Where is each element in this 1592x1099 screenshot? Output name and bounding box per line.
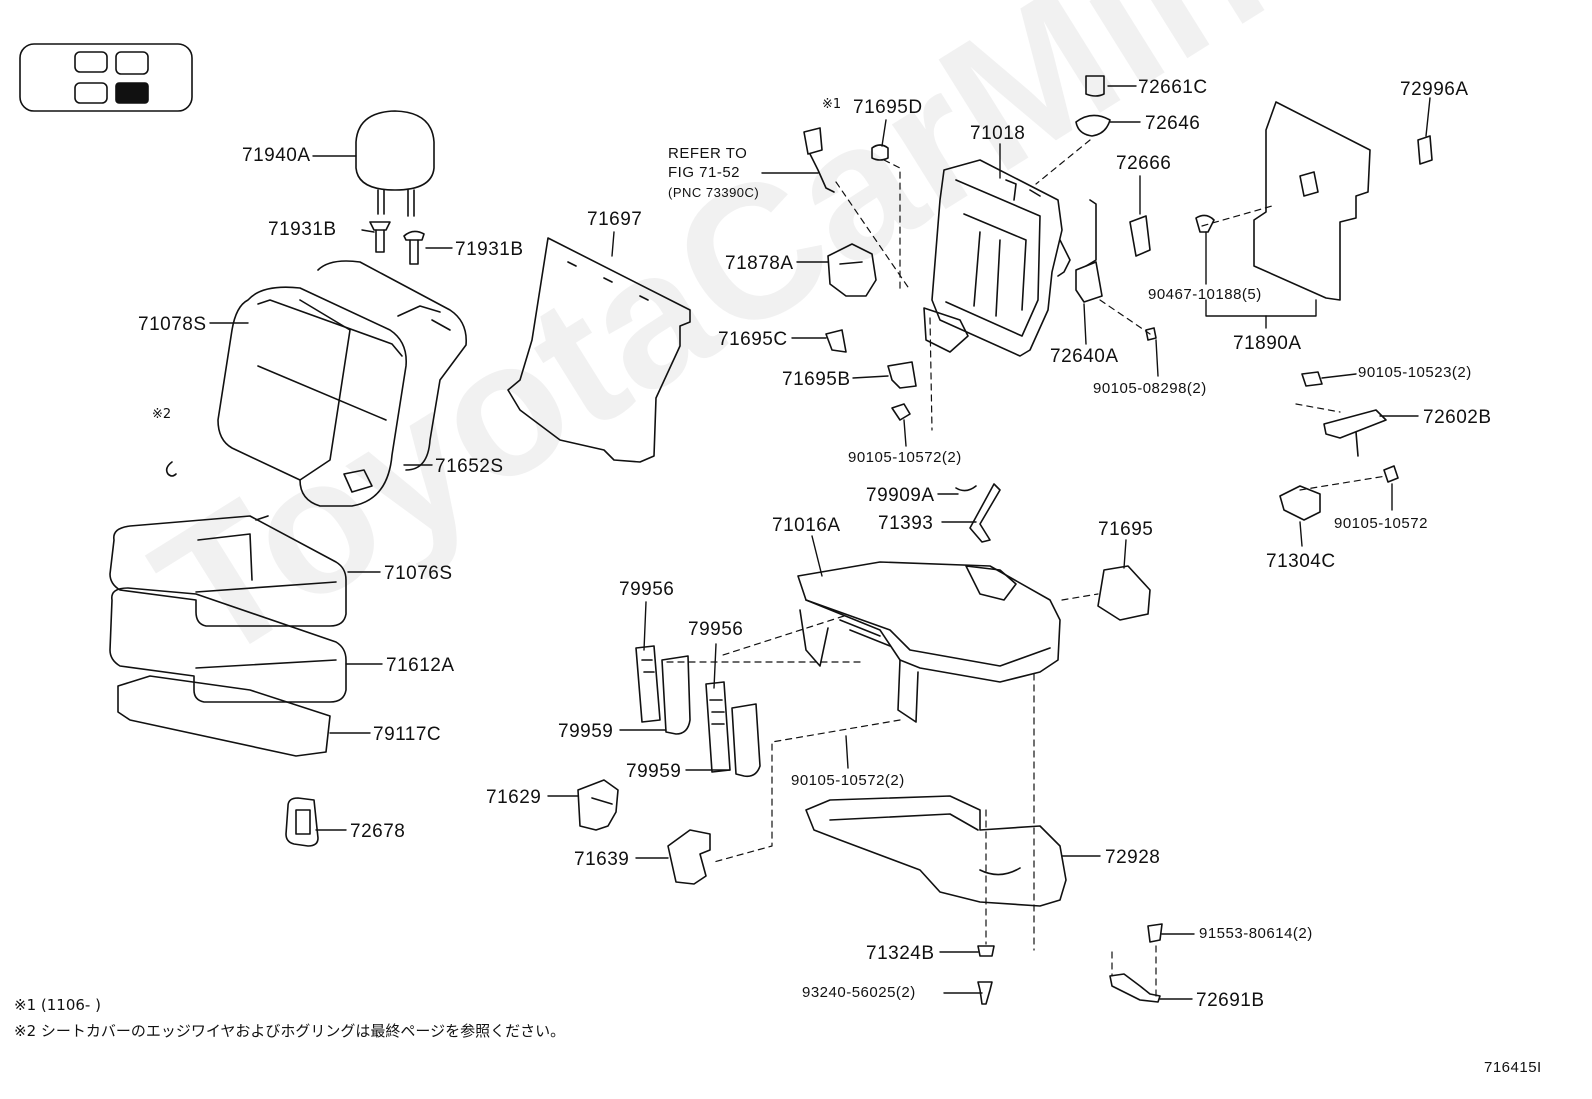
- part-label: 90105-10572: [1334, 515, 1428, 532]
- part-label: 91553-80614(2): [1199, 925, 1313, 942]
- cover-71629: [577, 779, 619, 831]
- under-cover-part: [805, 795, 1067, 907]
- part-label: 79956: [688, 619, 744, 640]
- part-label: 71639: [574, 849, 630, 870]
- seat-cushion-felt-part: [117, 675, 331, 757]
- footnote-2: ※2 シートカバーのエッジワイヤおよびホグリングは最終ページを参照ください。: [14, 1022, 566, 1040]
- part-label: 79959: [626, 761, 682, 782]
- part-label: 71018: [970, 123, 1026, 144]
- part-label: 71304C: [1266, 551, 1336, 572]
- belt-parts: [955, 483, 1001, 543]
- part-label: 71697: [587, 209, 643, 230]
- cover-71639: [667, 829, 711, 885]
- part-label: 72666: [1116, 153, 1172, 174]
- refer-note-line1: REFER TO: [668, 145, 748, 162]
- back-board-part: [507, 237, 691, 463]
- figure-id: 716415I: [1484, 1059, 1542, 1076]
- note1-mark: ※1: [822, 97, 842, 112]
- seat-back-frame-part: [923, 159, 1071, 357]
- part-label: 71878A: [725, 253, 794, 274]
- headrest-part: [355, 110, 435, 217]
- part-label: 79117C: [373, 724, 442, 745]
- lock-cap-parts: [1075, 75, 1151, 257]
- part-label: 71652S: [435, 456, 504, 477]
- seat-lock-part: [1075, 199, 1157, 341]
- part-label: 71324B: [866, 943, 935, 964]
- bracket-71695: [1097, 565, 1151, 621]
- bracket-72602B: [1301, 371, 1387, 457]
- part-label: 93240-56025(2): [802, 984, 916, 1001]
- back-panel-part: [1195, 101, 1433, 301]
- screw-91553: [1147, 923, 1163, 943]
- bracket-72691B: [1109, 973, 1161, 1003]
- part-label: 79956: [619, 579, 675, 600]
- seat-cushion-pad-part: [109, 587, 347, 703]
- part-label: 90105-08298(2): [1093, 380, 1207, 397]
- footnote-1: ※1 (1106- ): [14, 996, 101, 1014]
- part-71878A: [827, 243, 877, 297]
- part-label: 79909A: [866, 485, 935, 506]
- part-label: 72661C: [1138, 77, 1208, 98]
- part-label: 79959: [558, 721, 614, 742]
- part-71695B: [887, 361, 917, 389]
- part-label: 71393: [878, 513, 934, 534]
- part-72678: [285, 797, 319, 847]
- part-label: 71078S: [138, 314, 207, 335]
- note2-mark: ※2: [152, 407, 172, 422]
- part-label: 71940A: [242, 145, 311, 166]
- seat-position-icon: [19, 43, 193, 112]
- part-label: 72928: [1105, 847, 1161, 868]
- part-label: 71890A: [1233, 333, 1302, 354]
- part-71695C: [825, 329, 847, 353]
- seat-cushion-cover-part: [109, 515, 347, 627]
- part-label: 90105-10572(2): [848, 449, 962, 466]
- part-label: 72602B: [1423, 407, 1492, 428]
- part-label: 72646: [1145, 113, 1201, 134]
- seat-belt-buckle-part: [803, 127, 889, 193]
- part-label: 71695C: [718, 329, 788, 350]
- headrest-guide-parts: [369, 221, 425, 265]
- leader-lines: [209, 85, 1431, 1000]
- part-label: 71076S: [384, 563, 453, 584]
- seat-back-part: [217, 260, 467, 507]
- part-label: 90105-10572(2): [791, 772, 905, 789]
- part-label: 90105-10523(2): [1358, 364, 1472, 381]
- hog-ring-icon: [165, 461, 177, 477]
- part-label: 71016A: [772, 515, 841, 536]
- seat-cushion-frame-part: [797, 561, 1061, 723]
- nut-71324B: [977, 945, 995, 957]
- part-label: 71695D: [853, 97, 923, 118]
- part-label: 71931B: [268, 219, 337, 240]
- part-label: 71612A: [386, 655, 455, 676]
- assembly-lines: [663, 139, 1387, 997]
- refer-note-line2: FIG 71-52: [668, 164, 741, 181]
- refer-note-line3: (PNC 73390C): [668, 185, 760, 200]
- part-label: 72996A: [1400, 79, 1469, 100]
- bracket-71304C: [1279, 465, 1399, 521]
- bolt-icon: [891, 403, 911, 421]
- part-label: 71695: [1098, 519, 1154, 540]
- part-label: 72678: [350, 821, 406, 842]
- part-label: 71695B: [782, 369, 851, 390]
- bolt-93240: [977, 981, 993, 1005]
- part-label: 72691B: [1196, 990, 1265, 1011]
- part-label: 71931B: [455, 239, 524, 260]
- part-label: 71629: [486, 787, 542, 808]
- leg-cover-parts: [635, 645, 761, 778]
- part-label: 90467-10188(5): [1148, 286, 1262, 303]
- part-label: 72640A: [1050, 346, 1119, 367]
